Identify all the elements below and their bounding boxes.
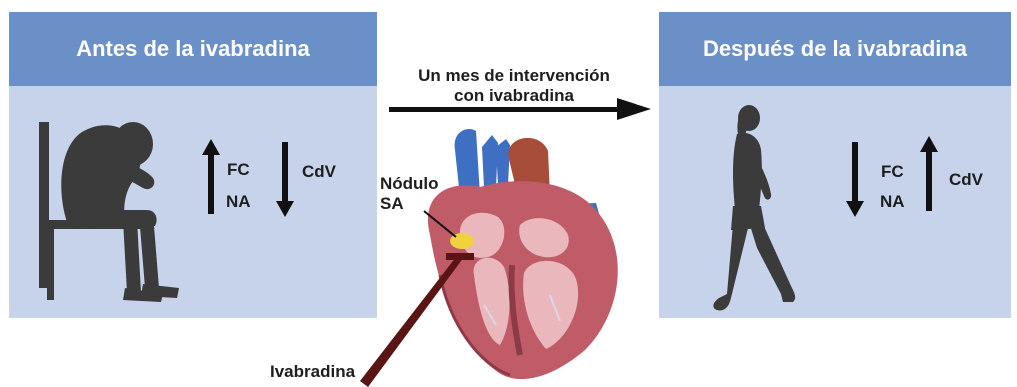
after-panel-title: Después de la ivabradina — [659, 12, 1011, 86]
after-fc-label: FC — [881, 162, 904, 181]
after-panel: Después de la ivabradina FC NA CdV — [659, 12, 1011, 318]
fc-na-down-arrow — [846, 142, 864, 217]
intervention-line1: Un mes de intervención — [418, 66, 610, 85]
after-cdv-label: CdV — [949, 170, 983, 189]
before-fc-label: FC — [227, 160, 250, 179]
sitting-person-silhouette — [39, 122, 179, 302]
before-panel: Antes de la ivabradina — [9, 12, 377, 318]
before-panel-title: Antes de la ivabradina — [9, 12, 377, 86]
after-na-label: NA — [880, 192, 905, 211]
walking-person-silhouette — [713, 105, 796, 311]
fc-na-up-arrow — [202, 139, 220, 214]
before-cdv-label: CdV — [302, 162, 336, 181]
intervention-arrow — [389, 98, 651, 120]
sa-node-label-line1: Nódulo — [380, 174, 439, 193]
before-na-label: NA — [226, 192, 251, 211]
sa-node-label-line2: SA — [380, 194, 404, 213]
cdv-up-arrow — [920, 136, 938, 211]
ivabradina-label: Ivabradina — [270, 362, 356, 381]
cdv-down-arrow — [276, 142, 294, 217]
intervention-line2: con ivabradina — [454, 86, 574, 105]
heart-illustration — [360, 129, 618, 387]
